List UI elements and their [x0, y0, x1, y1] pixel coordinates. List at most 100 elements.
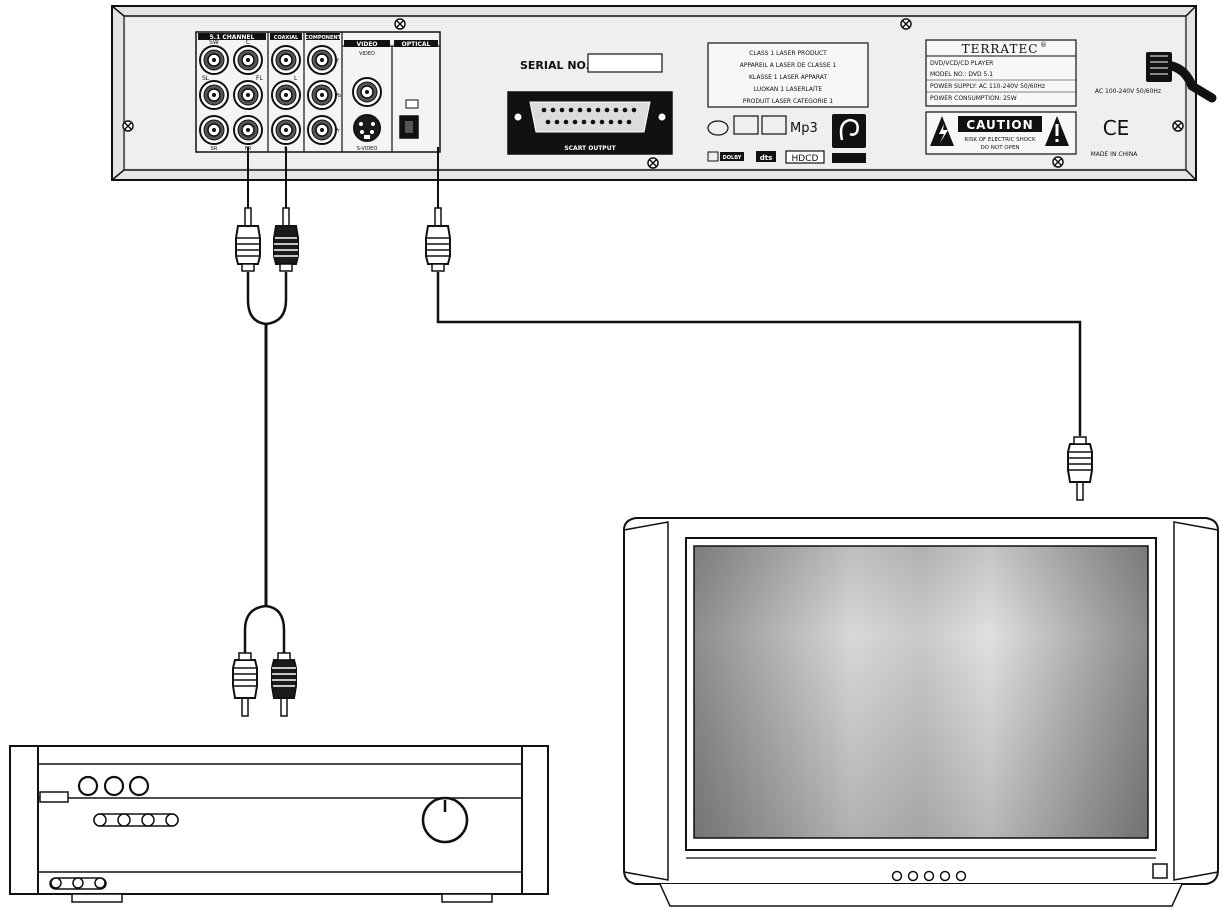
caution-line: RISK OF ELECTRIC SHOCK [964, 137, 1036, 143]
screw-icon [1052, 156, 1064, 168]
screw-icon [647, 157, 659, 169]
round-button[interactable] [93, 813, 107, 827]
optical-header: OPTICAL [402, 41, 431, 48]
video-header: VIDEO [356, 41, 377, 48]
power-cord [1146, 52, 1217, 103]
spec-line: DVD/VCD/CD PLAYER [930, 60, 993, 67]
spec-line: POWER SUPPLY: AC 110-240V 50/60Hz [930, 83, 1045, 90]
sr-label: SR [211, 146, 218, 152]
laser-icon [405, 99, 419, 109]
brand-registered-mark: ® [1040, 41, 1047, 49]
pb-label: Pb [335, 93, 341, 99]
amplifier-receiver [9, 745, 549, 903]
laser-line: CLASS 1 LASER PRODUCT [749, 50, 827, 57]
dvd-player-rear-panel: 5.1 CHANNEL COAXIAL COMPONENT VIDEO OPTI… [111, 5, 1217, 181]
tv-button[interactable] [955, 870, 967, 882]
knob-button[interactable] [103, 775, 125, 797]
disc-logo-icon [733, 115, 759, 135]
caution-line: DO NOT OPEN [980, 145, 1019, 151]
spec-label: TERRATEC ® DVD/VCD/CD PLAYER MODEL NO.: … [925, 39, 1077, 107]
tv-button[interactable] [907, 870, 919, 882]
laser-notice-label: CLASS 1 LASER PRODUCT APPAREIL A LASER D… [707, 42, 869, 108]
hdcd-logo: HDCD [792, 154, 819, 164]
fl-label: FL [256, 75, 263, 82]
volume-knob[interactable] [421, 796, 469, 844]
serial-number-box [587, 53, 663, 73]
center-jack[interactable] [233, 45, 263, 75]
caution-title: CAUTION [966, 118, 1033, 132]
c-label: C [246, 39, 250, 46]
amplifier-foot [71, 893, 123, 903]
sw-label: SW [209, 39, 219, 46]
component-y-jack[interactable] [307, 45, 337, 75]
knob-button[interactable] [128, 775, 150, 797]
l-label: L [294, 75, 298, 82]
fr-jack[interactable] [233, 115, 263, 145]
amplifier-foot [441, 893, 493, 903]
video-jack[interactable] [352, 77, 382, 107]
video-jack-label: VIDEO [359, 51, 375, 57]
coaxial-jack[interactable] [271, 45, 301, 75]
knob-button[interactable] [77, 775, 99, 797]
round-button[interactable] [165, 813, 179, 827]
round-button[interactable] [117, 813, 131, 827]
disc-logo-icon [761, 115, 787, 135]
s-video-jack[interactable] [353, 114, 381, 142]
display-window [39, 791, 69, 803]
mp3-logo: Mp3 [790, 121, 818, 136]
certification-logo-icon [832, 153, 866, 163]
caution-label: CAUTION RISK OF ELECTRIC SHOCK DO NOT OP… [925, 111, 1077, 155]
component-pr-jack[interactable] [307, 115, 337, 145]
pr-label: Pr [335, 128, 341, 134]
tv-button[interactable] [923, 870, 935, 882]
brand-name: TERRATEC [962, 42, 1039, 56]
fl-jack[interactable] [233, 80, 263, 110]
television [623, 517, 1219, 907]
round-button[interactable] [94, 877, 106, 889]
y-label: Y [335, 58, 340, 64]
disc-logo-icon [707, 120, 729, 136]
rca-plug-icon [1067, 436, 1093, 501]
red-rca-plug-icon [273, 207, 299, 272]
laser-line: KLASSE 1 LASER APPARAT [749, 74, 827, 81]
round-button[interactable] [141, 813, 155, 827]
laser-line: PRODUIT LASER CATEGORIE 1 [743, 98, 833, 105]
sw-jack[interactable] [199, 45, 229, 75]
sl-label: SL [202, 75, 210, 82]
white-rca-plug-icon [232, 652, 258, 717]
spec-line: MODEL NO.: DVD 5.1 [930, 71, 993, 78]
stereo-audio-cable [232, 147, 299, 717]
tv-power-button[interactable] [1152, 863, 1168, 879]
s-video-label: S-VIDEO [357, 146, 378, 152]
white-rca-plug-icon [235, 207, 261, 272]
serial-label: SERIAL NO. [520, 59, 590, 72]
screw-icon [900, 18, 912, 30]
laser-line: LUOKAN 1 LASERLAITE [754, 86, 823, 93]
audio-video-connector-panel: 5.1 CHANNEL COAXIAL COMPONENT VIDEO OPTI… [195, 31, 441, 153]
format-logos: Mp3 DOLBY dts HDCD [707, 114, 866, 164]
sr-jack[interactable] [199, 115, 229, 145]
scart-output-connector[interactable] [507, 91, 673, 155]
ac-power-label: AC 100-240V 50/60Hz [1095, 88, 1161, 95]
audio-l-jack[interactable] [271, 80, 301, 110]
dts-logo: dts [760, 154, 773, 162]
six-channel-header: 5.1 CHANNEL [210, 34, 255, 41]
laser-line: APPAREIL A LASER DE CLASSE 1 [740, 62, 837, 69]
audio-r-jack[interactable] [271, 115, 301, 145]
optical-video-cable [425, 147, 1093, 501]
made-in-label: MADE IN CHINA [1091, 151, 1139, 158]
red-rca-plug-icon [271, 652, 297, 717]
screw-icon [1172, 120, 1184, 132]
tv-button[interactable] [939, 870, 951, 882]
round-button[interactable] [72, 877, 84, 889]
component-pb-jack[interactable] [307, 80, 337, 110]
coaxial-header: COAXIAL [274, 35, 299, 41]
screw-icon [394, 18, 406, 30]
round-button[interactable] [50, 877, 62, 889]
tv-button[interactable] [891, 870, 903, 882]
screw-icon [122, 120, 134, 132]
dolby-logo: DOLBY [723, 155, 742, 161]
scart-output-label: SCART OUTPUT [564, 145, 616, 152]
sl-jack[interactable] [199, 80, 229, 110]
